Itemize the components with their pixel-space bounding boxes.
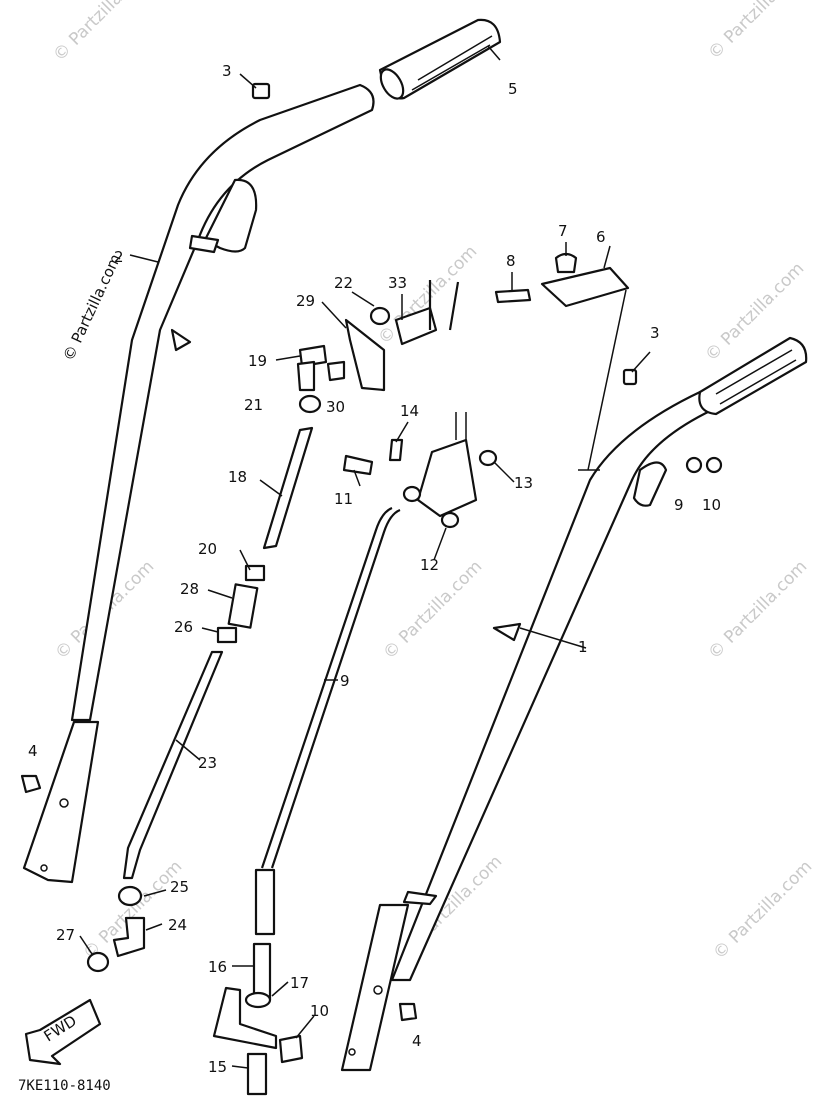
watermark: © Partzilla.com: [704, 557, 811, 664]
watermark: © Partzilla.com: [704, 0, 811, 64]
callout-24: 22: [334, 274, 353, 292]
callout-1: 1: [578, 638, 588, 656]
callout-7: 7: [558, 222, 568, 240]
long-rod-11: [254, 506, 401, 936]
callout-3: 3: [222, 62, 232, 80]
callout-16: 14: [400, 402, 419, 420]
throttle-rod-assembly: [122, 426, 314, 880]
callout-6: 6: [596, 228, 606, 246]
watermark-vertical: © Partzilla.com: [59, 251, 124, 364]
callout-3: 3: [650, 324, 660, 342]
callout-31: 29: [296, 292, 315, 310]
callout-32: 30: [326, 398, 345, 416]
left-grip: [378, 18, 502, 100]
right-handle-bar: [340, 390, 714, 1072]
callout-14: 12: [420, 556, 439, 574]
callout-15: 13: [514, 474, 533, 492]
upper-linkage-parts: [296, 280, 460, 414]
right-grip: [698, 336, 808, 416]
callout-4: 4: [28, 742, 38, 760]
bolts-3: [251, 82, 638, 386]
callout-30: 28: [180, 580, 199, 598]
callout-2: 2: [114, 248, 124, 266]
bolts-4: [20, 774, 418, 1022]
lower-fittings: [86, 885, 146, 973]
callout-13: 11: [334, 490, 353, 508]
callout-20: 18: [228, 468, 247, 486]
callout-9: 10: [702, 496, 721, 514]
watermark: © Partzilla.com: [709, 857, 816, 964]
callout-25: 23: [198, 754, 217, 772]
callout-10: 9: [674, 496, 684, 514]
bracket-assembly: [494, 252, 630, 471]
callout-4: 4: [412, 1032, 422, 1050]
callout-26: 24: [168, 916, 187, 934]
callout-23: 21: [244, 396, 263, 414]
diagram-code: 7KE110-8140: [18, 1078, 111, 1094]
callout-19: 17: [290, 974, 309, 992]
callout-28: 26: [174, 618, 193, 636]
clamp-assembly: [342, 412, 498, 529]
callout-22: 20: [198, 540, 217, 558]
watermark: © Partzilla.com: [49, 0, 156, 66]
callout-21: 19: [248, 352, 267, 370]
callout-33: 33: [388, 274, 407, 292]
callout-11-label: 9: [340, 672, 350, 690]
callout-12: 10: [310, 1002, 329, 1020]
callout-18: 16: [208, 958, 227, 976]
callout-labels: 3 5 2 7 6 8 22 33 29 3 19 21 30 14 18 13…: [18, 62, 721, 1094]
callout-29: 27: [56, 926, 75, 944]
leader-lines: [79, 45, 651, 1069]
washers-9-10: [685, 456, 723, 474]
callout-17-label: 15: [208, 1058, 227, 1076]
watermark-dark: © Partzilla.com: [59, 251, 124, 364]
callout-8: 8: [506, 252, 516, 270]
callout-5: 5: [508, 80, 518, 98]
bottom-linkage-parts: [212, 942, 304, 1096]
left-handle-bar: [22, 83, 375, 884]
callout-27: 25: [170, 878, 189, 896]
fwd-direction-badge: FWD: [24, 998, 102, 1066]
